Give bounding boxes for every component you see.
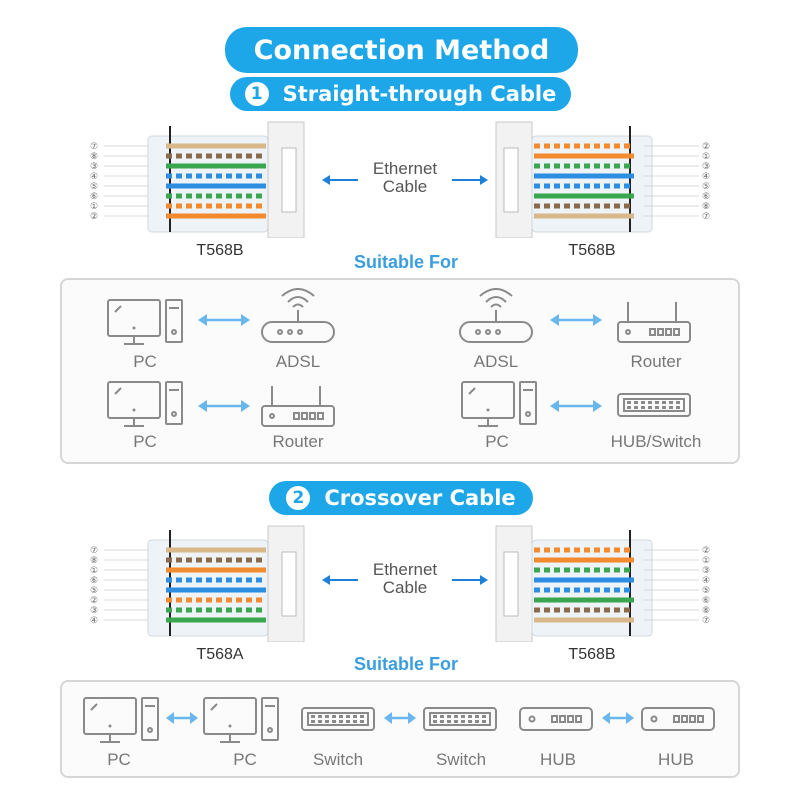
device-label: Switch — [435, 750, 487, 769]
pin-label: ④ — [702, 172, 710, 182]
pc-icon — [461, 381, 537, 427]
section-crossover-title: 2 Crossover Cable — [269, 481, 533, 515]
switch-icon — [617, 393, 691, 417]
section-straight-through-title: 1 Straight-through Cable — [230, 77, 571, 111]
device-label: PC — [133, 352, 157, 371]
pin-label: ② — [702, 142, 710, 152]
hub-icon — [641, 707, 715, 731]
device-label: PC — [107, 750, 131, 769]
standard-label-right: T568B — [568, 646, 616, 663]
ethernet-cable-label: Ethernet Cable — [372, 159, 438, 196]
pin-label: ⑧ — [90, 152, 98, 162]
device-label: HUB — [658, 750, 694, 769]
standard-label-left: T568B — [196, 242, 244, 259]
pc-icon — [83, 697, 159, 743]
device-label: PC — [233, 750, 257, 769]
pin-label: ④ — [702, 576, 710, 586]
pin-label: ① — [90, 566, 98, 576]
adsl-modem-icon — [459, 288, 533, 343]
device-label: Router — [272, 432, 324, 451]
pin-label: ④ — [90, 172, 98, 182]
rj45-connector-left: ⑦ ⑧ ① ⑥ ⑤ ② ③ ④ — [90, 525, 305, 642]
section-number-badge: 2 — [286, 486, 311, 510]
pin-label: ⑦ — [702, 212, 710, 222]
pc-icon — [107, 381, 183, 427]
pin-label: ① — [90, 202, 98, 212]
rj45-connector-left: ⑦ ⑧ ③ ④ ⑤ ⑥ ① ② — [90, 121, 305, 238]
pin-labels-right: ② ① ③ ④ ⑤ ⑥ ⑧ ⑦ — [702, 546, 710, 626]
arrow-left-icon — [322, 175, 358, 185]
pin-label: ① — [702, 556, 710, 566]
bidirectional-arrow-icon — [550, 400, 602, 412]
standard-label-left: T568A — [196, 646, 244, 663]
arrow-right-icon — [452, 575, 488, 585]
pin-label: ⑦ — [90, 142, 98, 152]
bidirectional-arrow-icon — [550, 314, 602, 326]
section-number-badge: 1 — [244, 82, 269, 106]
pin-label: ④ — [90, 616, 98, 626]
suitable-for-heading: Suitable For — [353, 654, 458, 674]
router-icon — [617, 302, 691, 343]
pin-label: ⑤ — [702, 586, 710, 596]
device-label: PC — [485, 432, 509, 451]
pin-label: ⑤ — [702, 182, 710, 192]
device-label: HUB/Switch — [610, 432, 702, 451]
pin-labels-left: ⑦ ⑧ ① ⑥ ⑤ ② ③ ④ — [90, 546, 98, 626]
rj45-connector-right: ② ① ③ ④ ⑤ ⑥ ⑧ ⑦ — [495, 525, 710, 642]
pin-label: ⑥ — [702, 192, 710, 202]
device-label: PC — [133, 432, 157, 451]
pin-labels-right: ② ① ③ ④ ⑤ ⑥ ⑧ ⑦ — [702, 142, 710, 222]
bidirectional-arrow-icon — [166, 712, 198, 724]
pin-labels-left: ⑦ ⑧ ③ ④ ⑤ ⑥ ① ② — [90, 142, 98, 222]
pin-label: ② — [702, 546, 710, 556]
suitable-for-heading: Suitable For — [353, 252, 458, 272]
pc-icon — [203, 697, 279, 743]
pc-icon — [107, 299, 183, 345]
pin-label: ⑦ — [90, 546, 98, 556]
device-label: Router — [630, 352, 682, 371]
device-label: HUB — [540, 750, 576, 769]
pin-label: ⑧ — [702, 606, 710, 616]
device-label: ADSL — [275, 352, 321, 371]
bidirectional-arrow-icon — [198, 314, 250, 326]
section-title-text: Straight-through Cable — [282, 82, 557, 106]
pin-label: ② — [90, 212, 98, 222]
bidirectional-arrow-icon — [198, 400, 250, 412]
page-title: Connection Method — [225, 27, 578, 73]
pin-label: ⑦ — [702, 616, 710, 626]
pin-label: ⑥ — [90, 576, 98, 586]
arrow-left-icon — [322, 575, 358, 585]
pin-label: ⑤ — [90, 586, 98, 596]
router-icon — [261, 386, 335, 427]
suitable-for-panel — [60, 680, 740, 778]
bidirectional-arrow-icon — [602, 712, 634, 724]
pin-label: ① — [702, 152, 710, 162]
ethernet-cable-label: Ethernet Cable — [372, 560, 438, 597]
device-label: Switch — [312, 750, 364, 769]
device-label: ADSL — [473, 352, 519, 371]
pin-label: ⑤ — [90, 182, 98, 192]
switch-icon — [423, 707, 497, 731]
pin-label: ② — [90, 596, 98, 606]
adsl-modem-icon — [261, 288, 335, 343]
pin-label: ⑧ — [90, 556, 98, 566]
pin-label: ⑧ — [702, 202, 710, 212]
pin-label: ③ — [702, 162, 710, 172]
pin-label: ③ — [702, 566, 710, 576]
pin-label: ⑥ — [702, 596, 710, 606]
rj45-connector-right: ② ① ③ ④ ⑤ ⑥ ⑧ ⑦ — [495, 121, 710, 238]
pin-label: ⑥ — [90, 192, 98, 202]
pin-label: ③ — [90, 162, 98, 172]
pin-label: ③ — [90, 606, 98, 616]
arrow-right-icon — [452, 175, 488, 185]
bidirectional-arrow-icon — [384, 712, 416, 724]
switch-icon — [301, 707, 375, 731]
standard-label-right: T568B — [568, 242, 616, 259]
section-title-text: Crossover Cable — [324, 486, 516, 510]
hub-icon — [519, 707, 593, 731]
